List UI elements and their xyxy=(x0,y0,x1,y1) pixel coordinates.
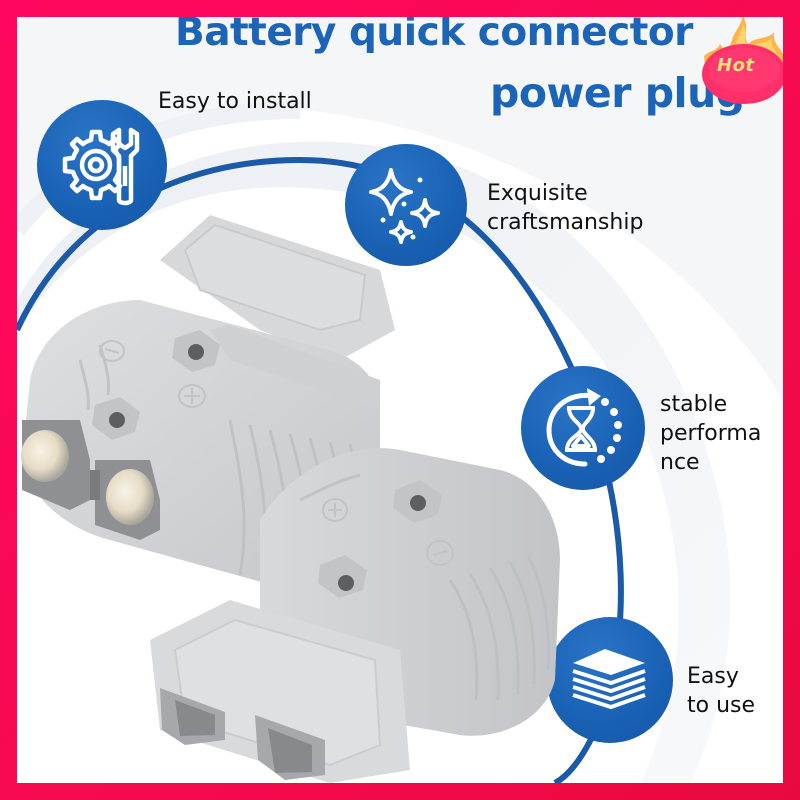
feature-label-stable-performance: stable performa nce xyxy=(660,392,762,475)
feature-label-craftsmanship: Exquisite craftsmanship xyxy=(487,181,644,235)
layers-stack-icon xyxy=(572,649,646,710)
hot-badge-label: Hot xyxy=(717,55,755,76)
product-banner: Battery quick connector power plug Hot E… xyxy=(17,17,783,783)
connector-lower xyxy=(150,448,560,783)
sparkle-icon xyxy=(369,168,440,244)
banner-title-line-1: Battery quick connector xyxy=(175,17,693,55)
feature-label-easy-to-install: Easy to install xyxy=(158,89,312,114)
feature-icon-circle-stable xyxy=(521,366,645,490)
gear-wrench-icon xyxy=(62,127,140,206)
hourglass-cycle-icon xyxy=(546,388,622,467)
flame-icon xyxy=(702,17,783,104)
product-photo xyxy=(21,215,560,783)
feature-label-easy-to-use: Easy to use xyxy=(687,664,756,718)
feature-icon-circle-easy-to-use xyxy=(547,617,673,743)
feature-icon-circle-install xyxy=(37,100,167,230)
feature-icon-circle-craftsmanship xyxy=(345,144,467,266)
connector-upper xyxy=(21,215,395,590)
